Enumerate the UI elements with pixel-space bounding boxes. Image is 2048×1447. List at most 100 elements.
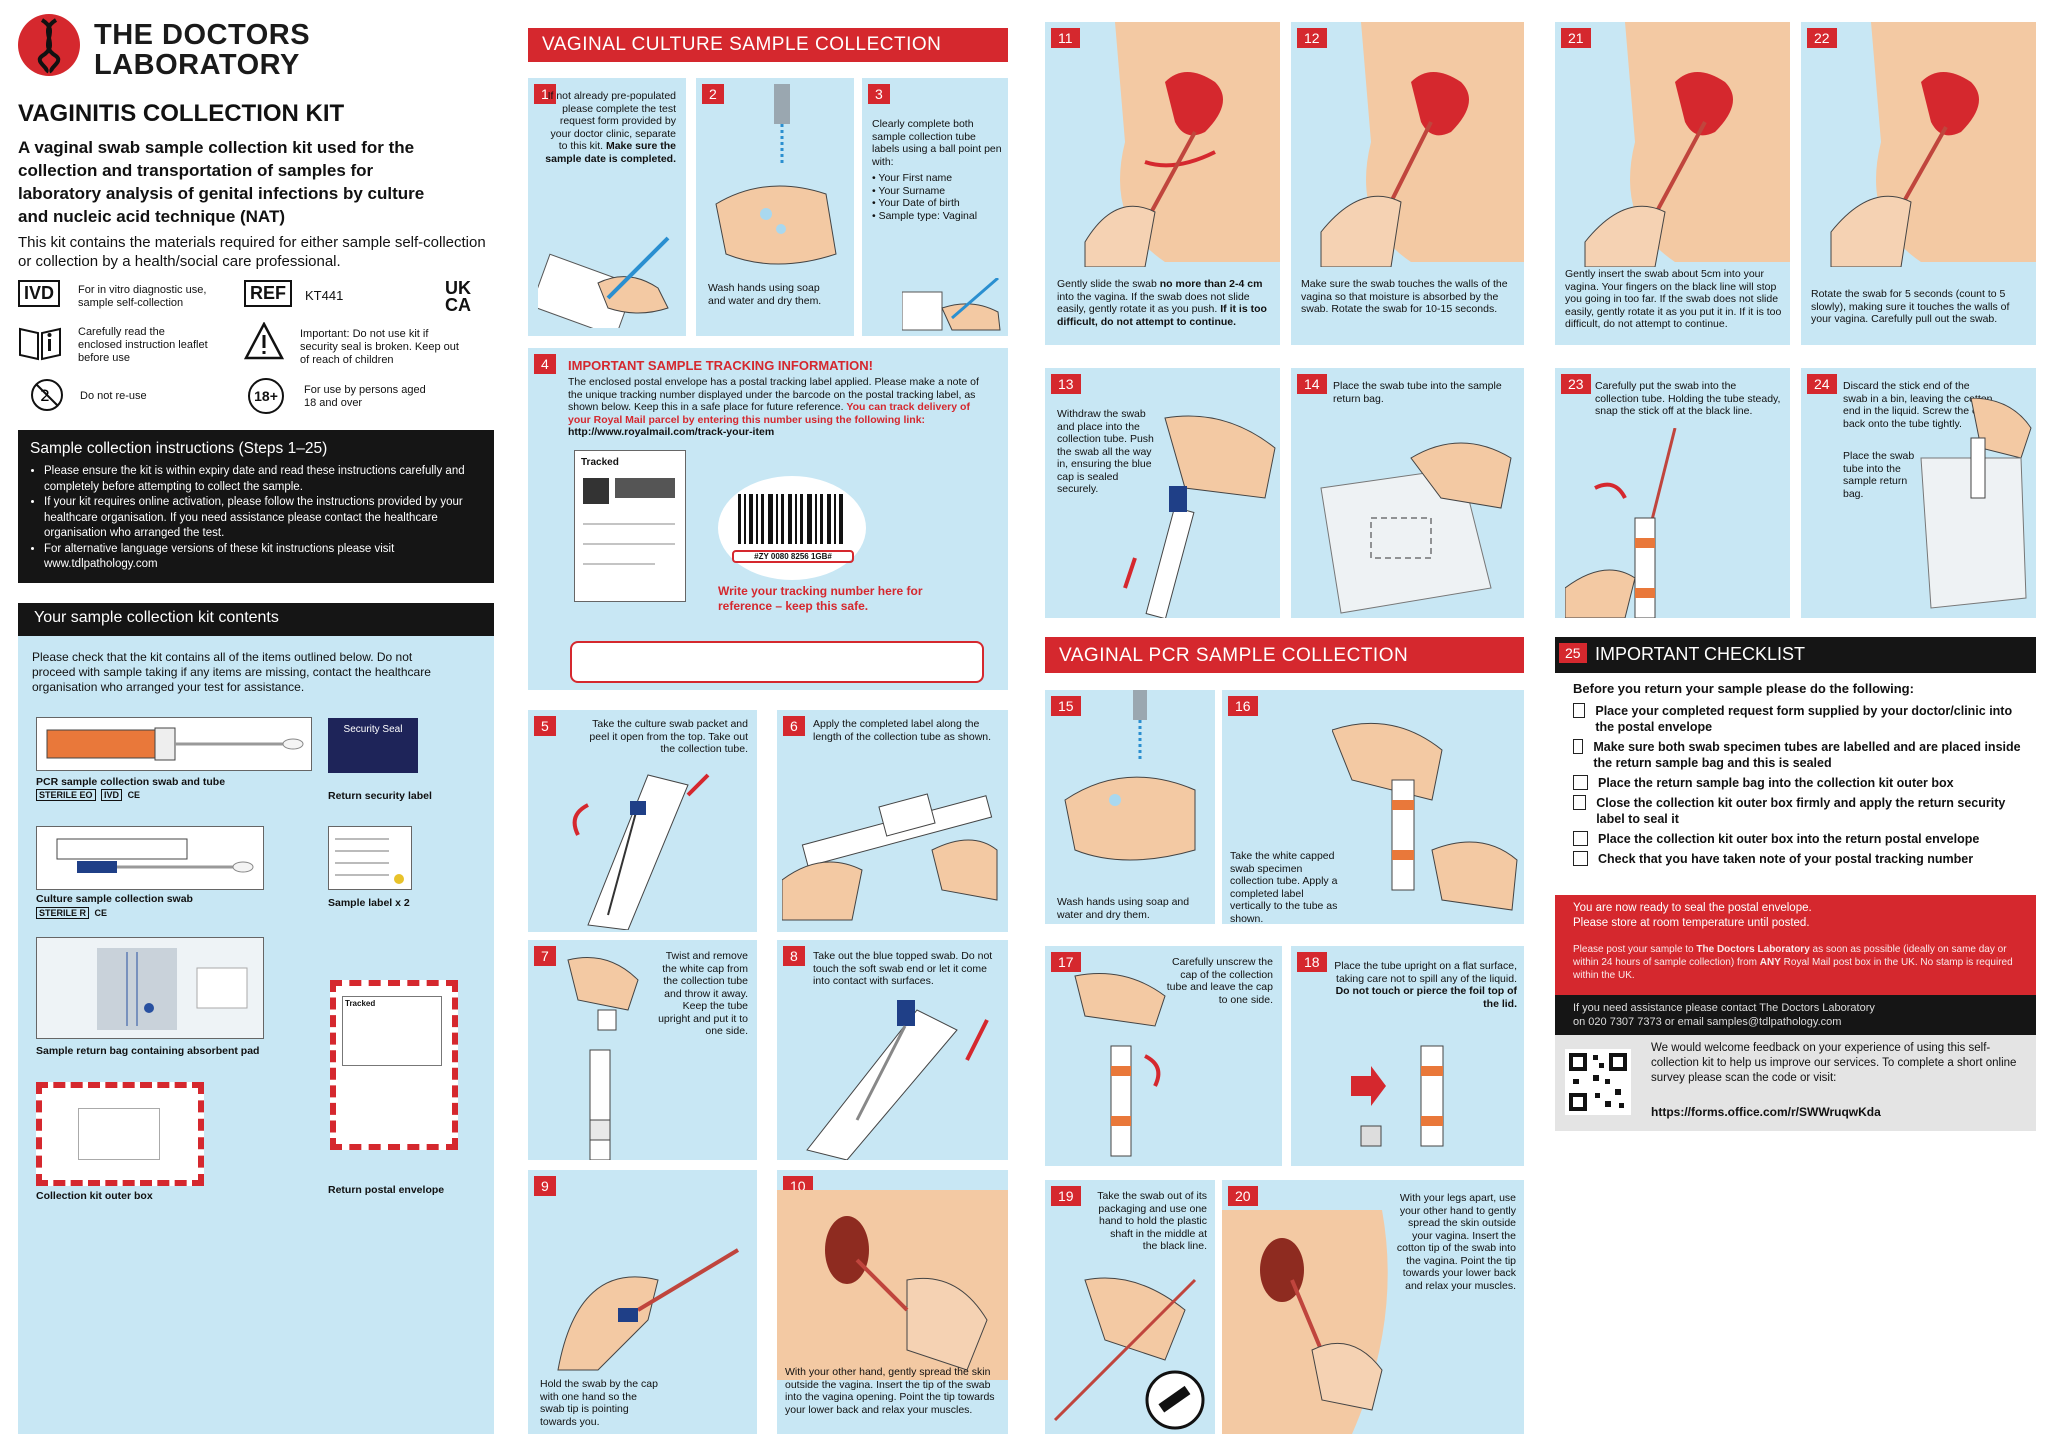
instructions-title: Sample collection instructions (Steps 1–… — [30, 440, 328, 457]
hold-shaft-illustration — [1053, 1277, 1205, 1430]
step-7-panel: 7 Twist and remove the white cap from th… — [528, 940, 757, 1160]
step-16-panel: 16 Take the white capped swab specimen c… — [1222, 690, 1524, 924]
pcr-insert-illustration — [1584, 22, 1790, 267]
form-writing-illustration — [538, 236, 670, 328]
step-number: 14 — [1297, 374, 1327, 394]
checklist-item[interactable]: Check that you have taken note of your p… — [1573, 851, 2023, 867]
step-22-panel: 22 Rotate the swab for 5 seconds (count … — [1801, 22, 2036, 345]
unscrew-cap-illustration — [1074, 973, 1166, 1157]
step-number: 1 — [534, 84, 556, 104]
checklist-item[interactable]: Place the return sample bag into the col… — [1573, 775, 2023, 791]
step-number: 18 — [1297, 952, 1327, 972]
ukca-mark: UK CA — [445, 278, 471, 315]
leaflet-icon — [18, 325, 62, 366]
step-10-panel: 10 With your other hand, gently spread t… — [777, 1170, 1008, 1434]
step-4-panel: 4 IMPORTANT SAMPLE TRACKING INFORMATION!… — [528, 348, 1008, 690]
step-12-text: Make sure the swab touches the walls of … — [1301, 278, 1508, 315]
checklist-item[interactable]: Make sure both swab specimen tubes are l… — [1573, 739, 2023, 771]
age-text: For use by persons aged 18 and over — [304, 384, 426, 409]
step-number: 23 — [1561, 374, 1591, 394]
tracked-label-image: Tracked — [574, 450, 686, 602]
step-number: 21 — [1561, 28, 1591, 48]
ivd-text: For in vitro diagnostic use, sample self… — [78, 284, 207, 309]
text: Place the tube upright on a flat surface… — [1334, 960, 1517, 985]
kit-description: A vaginal swab sample collection kit use… — [18, 138, 425, 226]
ref-symbol: REF — [244, 280, 292, 307]
checkbox[interactable] — [1573, 851, 1588, 866]
checklist-item[interactable]: Place your completed request form suppli… — [1573, 703, 2023, 735]
brand-name-line1: THE DOCTORS — [94, 19, 311, 51]
post-b: The Doctors Laboratory — [1696, 944, 1810, 955]
pcr-swab-label: PCR sample collection swab and tube — [36, 776, 226, 788]
step-24-panel: 24 Discard the stick end of the swab in … — [1801, 368, 2036, 618]
blue-swab-illustration — [806, 1000, 989, 1160]
security-seal-text: Security Seal — [343, 724, 403, 735]
step-12-panel: 12 Make sure the swab touches the walls … — [1291, 22, 1524, 345]
step-8-text: Take out the blue topped swab. Do not to… — [813, 950, 993, 987]
checklist-title: IMPORTANT CHECKLIST — [1595, 644, 1806, 664]
royal-mail-link[interactable]: http://www.royalmail.com/track-your-item — [568, 426, 775, 438]
post-e: Royal Mail post box in the UK. No stamp … — [1573, 957, 2013, 981]
step-6-panel: 6 Apply the completed label along the le… — [777, 710, 1008, 932]
warning-icon — [243, 321, 285, 365]
instruction-item: Please ensure the kit is within expiry d… — [44, 464, 482, 495]
step-number: 7 — [534, 946, 556, 966]
step-11-panel: 11 Gently slide the swab no more than 2-… — [1045, 22, 1280, 345]
return-bag-image — [36, 937, 264, 1039]
outer-box-image — [36, 1082, 204, 1186]
post-c: as soon as possible (ideally on same day… — [1573, 944, 2007, 968]
sample-label-label: Sample label x 2 — [328, 897, 410, 909]
hand-washing-illustration — [715, 84, 837, 265]
bullet-text: Sample type: Vaginal — [878, 209, 978, 222]
security-seal-image: Security Seal — [328, 718, 418, 773]
checkbox[interactable] — [1573, 703, 1586, 718]
checklist-item-text: Make sure both swab specimen tubes are l… — [1593, 740, 2021, 770]
pcr-swab-image — [36, 717, 312, 771]
tracking-number-field[interactable] — [570, 641, 984, 683]
sterile-eo-mark: STERILE EO — [36, 789, 96, 801]
tracked-label-title: Tracked — [581, 457, 619, 468]
checklist-item[interactable]: Close the collection kit outer box firml… — [1573, 795, 2023, 827]
return-envelope-label: Return postal envelope — [328, 1184, 445, 1196]
step-8-panel: 8 Take out the blue topped swab. Do not … — [777, 940, 1008, 1160]
checkbox[interactable] — [1573, 831, 1588, 846]
sterile-r-mark: STERILE R — [36, 907, 90, 919]
survey-link[interactable]: https://forms.office.com/r/SWWruqwKda — [1651, 1105, 1881, 1119]
write-tracking-note: Write your tracking number here for refe… — [718, 584, 923, 613]
checkbox[interactable] — [1573, 739, 1584, 754]
step-16-text: Take the white capped swab specimen coll… — [1230, 850, 1338, 924]
culture-swab-label: Culture sample collection swab — [36, 893, 193, 905]
apply-vertical-label-illustration — [1332, 722, 1518, 911]
checklist-intro: Before you return your sample please do … — [1573, 681, 1914, 696]
pcr-rotate-illustration — [1830, 22, 2036, 267]
checklist-item[interactable]: Place the collection kit outer box into … — [1573, 831, 2023, 847]
step-3-text: Clearly complete both sample collection … — [872, 118, 1002, 222]
checkbox[interactable] — [1573, 795, 1587, 810]
step-number: 9 — [534, 1176, 556, 1196]
brand-name: THE DOCTORS LABORATORY — [94, 20, 310, 80]
step-number: 5 — [534, 716, 556, 736]
bullet-text: Your Date of birth — [878, 197, 960, 209]
bag-tube-illustration — [1920, 398, 2032, 609]
step-number: 20 — [1228, 1186, 1258, 1206]
post-a: Please post your sample to — [1573, 944, 1694, 955]
step-number: 13 — [1051, 374, 1081, 394]
no-reuse-text: Do not re-use — [80, 390, 147, 402]
checkbox[interactable] — [1573, 775, 1588, 790]
step-4-text: The enclosed postal envelope has a posta… — [568, 376, 993, 439]
no-reuse-icon: 2 — [30, 378, 64, 417]
ivd-symbol: IVD — [18, 280, 61, 307]
instructions-list: Please ensure the kit is within expiry d… — [30, 464, 482, 573]
step-17-text: Carefully unscrew the cap of the collect… — [1166, 956, 1273, 1006]
qr-code-icon[interactable] — [1565, 1049, 1631, 1115]
barcode-icon — [738, 494, 843, 544]
outer-box-label: Collection kit outer box — [36, 1190, 153, 1202]
step-9-panel: 9 Hold the swab by the cap with one hand… — [528, 1170, 757, 1434]
step-number: 3 — [868, 84, 890, 104]
kit-subtitle: This kit contains the materials required… — [18, 234, 486, 270]
step-18-panel: 18 Place the tube upright on a flat surf… — [1291, 946, 1524, 1166]
contents-intro: Please check that the kit contains all o… — [32, 650, 431, 694]
checklist-items: Place your completed request form suppli… — [1573, 703, 2023, 871]
culture-section-title: VAGINAL CULTURE SAMPLE COLLECTION — [528, 28, 1008, 62]
checklist-header: 25 IMPORTANT CHECKLIST — [1555, 637, 2036, 673]
